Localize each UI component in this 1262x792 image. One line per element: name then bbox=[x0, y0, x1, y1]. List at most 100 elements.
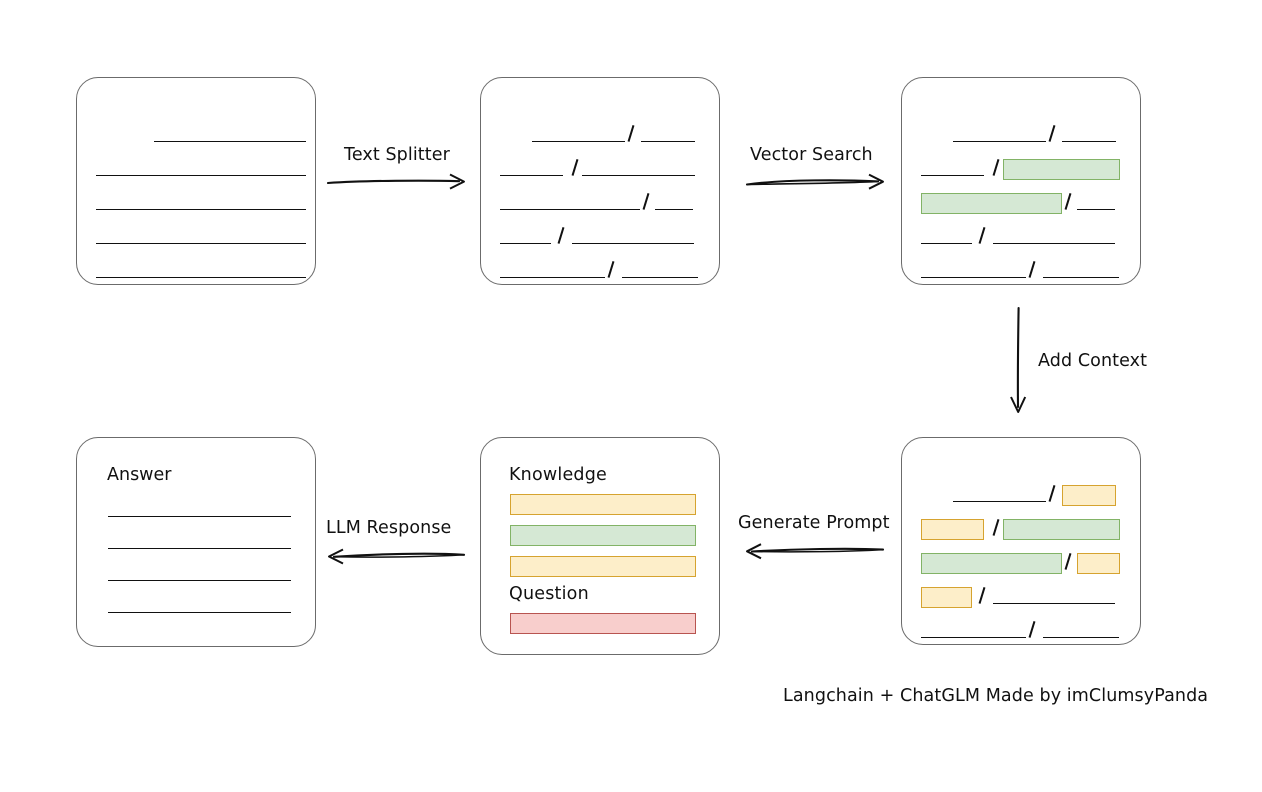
context-added-row bbox=[921, 485, 1116, 506]
highlight-bar-green bbox=[921, 553, 1062, 574]
context-added-rows bbox=[902, 438, 1140, 644]
split-chunks-row bbox=[500, 162, 695, 176]
arrow-generate-prompt-glyph bbox=[746, 543, 885, 560]
split-chunks-rows bbox=[481, 78, 719, 284]
box-answer[interactable]: Answer bbox=[76, 437, 316, 647]
vector-matched-rows bbox=[902, 78, 1140, 284]
slash-separator-icon bbox=[625, 126, 638, 142]
source-document-rows bbox=[77, 78, 315, 284]
text-line-segment bbox=[1077, 198, 1115, 210]
split-chunks-row bbox=[500, 230, 694, 244]
text-line-segment bbox=[96, 266, 306, 278]
source-document-row bbox=[96, 128, 306, 142]
arrow-llm-response-label: LLM Response bbox=[326, 518, 452, 538]
highlight-bar-green bbox=[921, 193, 1062, 214]
source-document-row bbox=[96, 196, 306, 210]
knowledge-label: Knowledge bbox=[509, 465, 607, 485]
highlight-bar-yellow bbox=[1062, 485, 1116, 506]
text-line-segment bbox=[500, 164, 563, 176]
slash-separator-icon bbox=[1062, 194, 1075, 210]
arrow-generate-prompt-label: Generate Prompt bbox=[738, 513, 890, 533]
text-line-segment bbox=[921, 164, 984, 176]
highlight-bar-yellow bbox=[1077, 553, 1120, 574]
text-line-segment bbox=[993, 232, 1115, 244]
text-line-segment bbox=[96, 164, 306, 176]
slash-separator-icon bbox=[976, 228, 989, 244]
text-line-segment bbox=[1043, 626, 1119, 638]
text-line-segment bbox=[1062, 130, 1116, 142]
footer-caption: Langchain + ChatGLM Made by imClumsyPand… bbox=[783, 686, 1209, 706]
answer-label: Answer bbox=[107, 465, 172, 485]
highlight-bar-yellow bbox=[921, 587, 972, 608]
vector-matched-row bbox=[921, 230, 1115, 244]
text-line-segment bbox=[641, 130, 695, 142]
context-added-row bbox=[921, 624, 1119, 638]
arrow-text-splitter: Text Splitter bbox=[326, 145, 471, 195]
text-line-segment bbox=[655, 198, 693, 210]
arrow-add-context-label: Add Context bbox=[1038, 351, 1148, 371]
highlight-bar-green bbox=[1003, 519, 1120, 540]
box-vector-search-result[interactable] bbox=[901, 77, 1141, 285]
arrow-llm-response-glyph bbox=[328, 548, 466, 565]
arrow-vector-search-glyph bbox=[745, 173, 884, 190]
arrow-vector-search-label: Vector Search bbox=[750, 145, 873, 165]
split-chunks-row bbox=[500, 264, 698, 278]
arrow-llm-response: LLM Response bbox=[322, 518, 470, 568]
arrow-vector-search: Vector Search bbox=[745, 145, 890, 195]
text-line-segment bbox=[1043, 266, 1119, 278]
split-chunks-row bbox=[500, 128, 695, 142]
split-chunks-row bbox=[500, 196, 693, 210]
text-line-segment bbox=[921, 626, 1026, 638]
question-bar-red bbox=[510, 613, 696, 634]
answer-text-line bbox=[108, 612, 291, 613]
slash-separator-icon bbox=[569, 160, 582, 176]
answer-text-line bbox=[108, 516, 291, 517]
text-line-segment bbox=[500, 232, 551, 244]
box-generated-prompt[interactable]: Knowledge Question bbox=[480, 437, 720, 655]
text-line-segment bbox=[500, 266, 605, 278]
text-line-segment bbox=[532, 130, 625, 142]
text-line-segment bbox=[572, 232, 694, 244]
knowledge-bar-green bbox=[510, 525, 696, 546]
slash-separator-icon bbox=[555, 228, 568, 244]
box-split-chunks[interactable] bbox=[480, 77, 720, 285]
answer-text-line bbox=[108, 548, 291, 549]
slash-separator-icon bbox=[976, 588, 989, 604]
text-line-segment bbox=[96, 232, 306, 244]
arrow-add-context-glyph bbox=[1010, 306, 1027, 413]
knowledge-bar-yellow bbox=[510, 494, 696, 515]
answer-text-line bbox=[108, 580, 291, 581]
text-line-segment bbox=[921, 266, 1026, 278]
text-line-segment bbox=[500, 198, 640, 210]
arrow-text-splitter-glyph bbox=[326, 173, 465, 190]
text-line-segment bbox=[921, 232, 972, 244]
box-context-added[interactable] bbox=[901, 437, 1141, 645]
vector-matched-row bbox=[921, 193, 1115, 214]
arrow-text-splitter-label: Text Splitter bbox=[344, 145, 450, 165]
slash-separator-icon bbox=[1062, 554, 1075, 570]
slash-separator-icon bbox=[1026, 622, 1039, 638]
text-line-segment bbox=[582, 164, 695, 176]
vector-matched-row bbox=[921, 128, 1116, 142]
text-line-segment bbox=[96, 198, 306, 210]
source-document-row bbox=[96, 162, 306, 176]
slash-separator-icon bbox=[640, 194, 653, 210]
text-line-segment bbox=[622, 266, 698, 278]
slash-separator-icon bbox=[1026, 262, 1039, 278]
arrow-add-context: Add Context bbox=[1000, 305, 1170, 420]
text-line-segment bbox=[993, 592, 1115, 604]
highlight-bar-yellow bbox=[921, 519, 984, 540]
arrow-generate-prompt: Generate Prompt bbox=[738, 513, 889, 563]
text-line-segment bbox=[953, 130, 1046, 142]
source-document-row bbox=[96, 264, 306, 278]
knowledge-bar-yellow bbox=[510, 556, 696, 577]
box-source-document[interactable] bbox=[76, 77, 316, 285]
vector-matched-row bbox=[921, 264, 1119, 278]
question-label: Question bbox=[509, 584, 589, 604]
vector-matched-row bbox=[921, 159, 1120, 180]
source-document-row bbox=[96, 230, 306, 244]
highlight-bar-green bbox=[1003, 159, 1120, 180]
slash-separator-icon bbox=[990, 160, 1003, 176]
text-line-segment bbox=[154, 130, 306, 142]
